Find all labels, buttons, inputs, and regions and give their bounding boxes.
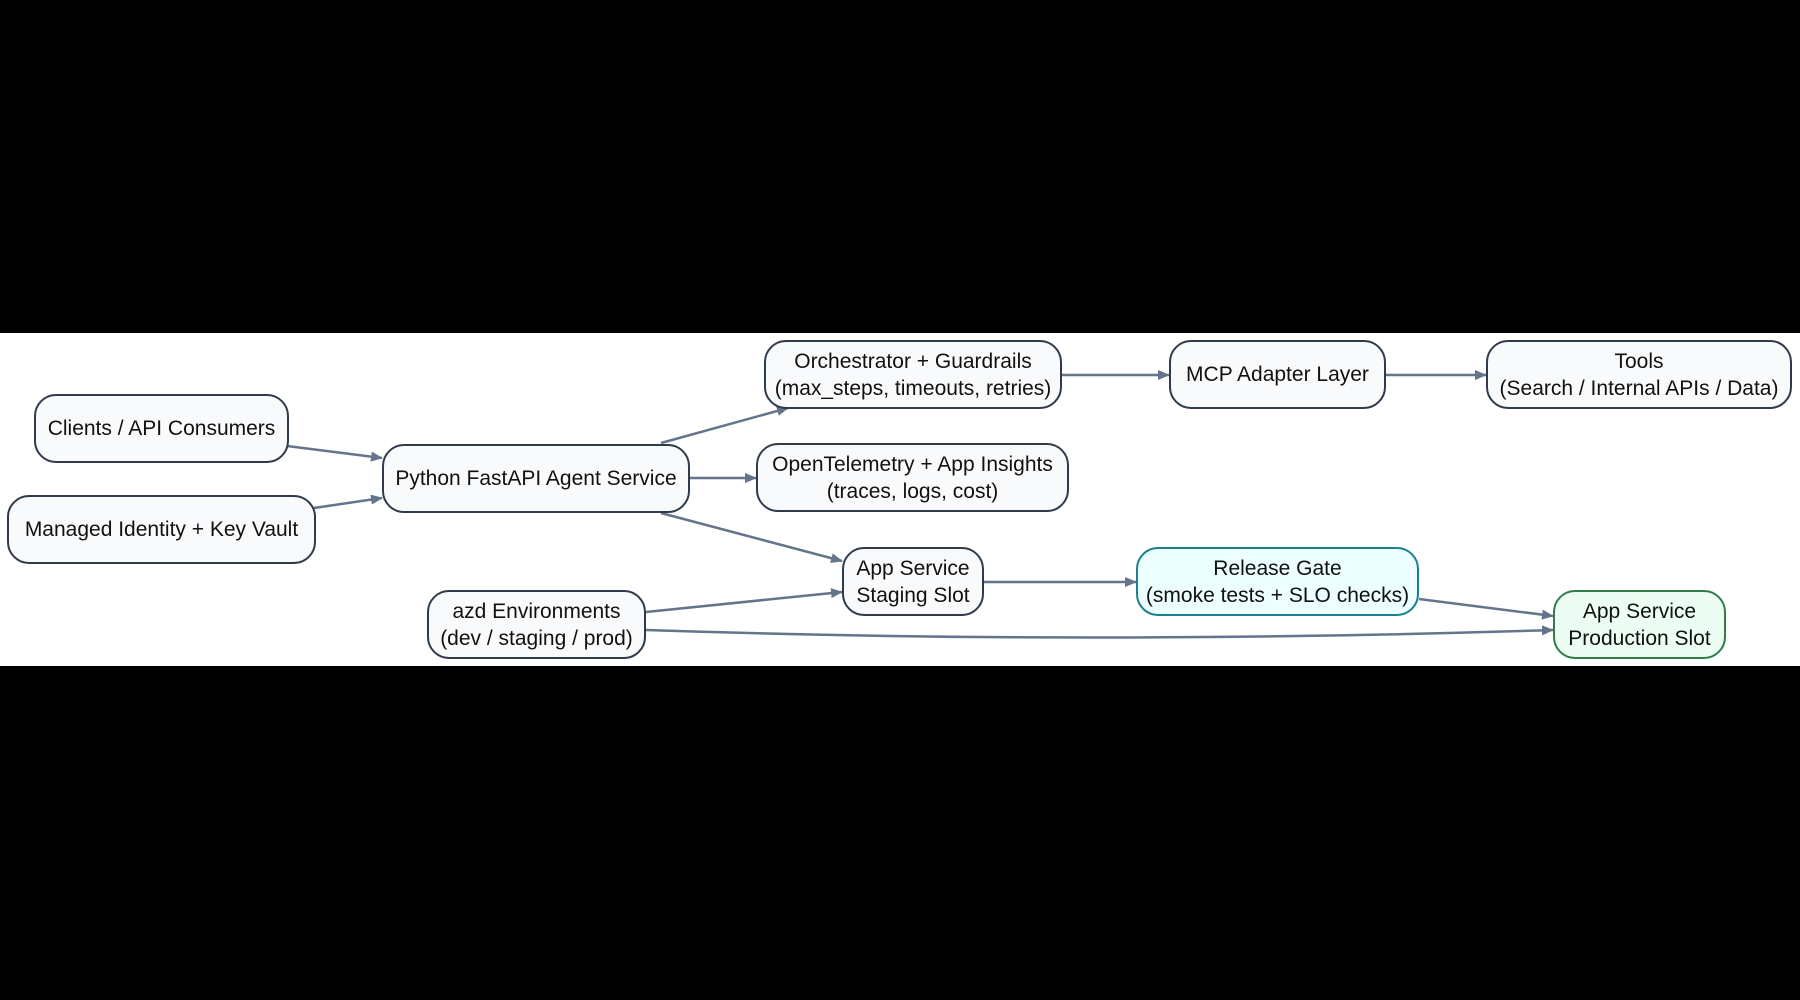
- edge-identity-to-fastapi: [313, 494, 383, 510]
- node-opentelemetry-label: OpenTelemetry + App Insights (traces, lo…: [772, 452, 1053, 503]
- node-orchestrator-label: Orchestrator + Guardrails (max_steps, ti…: [774, 349, 1052, 400]
- node-opentelemetry: OpenTelemetry + App Insights (traces, lo…: [756, 443, 1069, 512]
- edge-fastapi-to-staging: [660, 511, 843, 564]
- edge-azd-to-production: [645, 625, 1554, 639]
- node-staging-slot: App Service Staging Slot: [842, 547, 984, 616]
- node-clients: Clients / API Consumers: [34, 394, 289, 463]
- node-tools-label: Tools (Search / Internal APIs / Data): [1499, 349, 1779, 400]
- node-managed-identity-label: Managed Identity + Key Vault: [24, 518, 299, 541]
- node-clients-label: Clients / API Consumers: [47, 417, 276, 440]
- edge-fastapi-to-orchestrator: [660, 406, 789, 445]
- edge-clients-to-fastapi: [286, 444, 383, 462]
- edge-gate-to-production: [1418, 597, 1554, 620]
- node-azd-environments-label: azd Environments (dev / staging / prod): [440, 599, 633, 650]
- node-tools: Tools (Search / Internal APIs / Data): [1486, 340, 1792, 409]
- node-azd-environments: azd Environments (dev / staging / prod): [427, 590, 646, 659]
- node-fastapi-service: Python FastAPI Agent Service: [382, 444, 690, 513]
- node-mcp-adapter-label: MCP Adapter Layer: [1186, 363, 1369, 386]
- node-release-gate-label: Release Gate (smoke tests + SLO checks): [1145, 556, 1410, 607]
- edge-azd-to-staging: [645, 588, 843, 614]
- node-managed-identity: Managed Identity + Key Vault: [7, 495, 316, 564]
- node-production-slot-label: App Service Production Slot: [1568, 599, 1711, 650]
- node-orchestrator: Orchestrator + Guardrails (max_steps, ti…: [764, 340, 1062, 409]
- node-mcp-adapter: MCP Adapter Layer: [1169, 340, 1386, 409]
- node-production-slot: App Service Production Slot: [1553, 590, 1726, 659]
- node-fastapi-service-label: Python FastAPI Agent Service: [395, 467, 677, 490]
- node-release-gate: Release Gate (smoke tests + SLO checks): [1136, 547, 1419, 616]
- node-staging-slot-label: App Service Staging Slot: [856, 556, 970, 607]
